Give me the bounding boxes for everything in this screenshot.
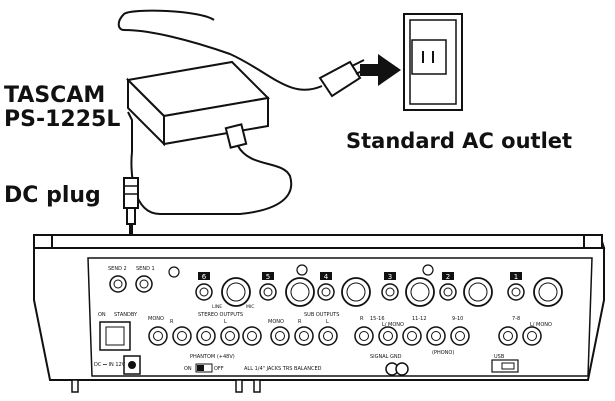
usb-label: USB [494, 354, 505, 360]
ac-outlet [403, 13, 463, 111]
phantom-label: PHANTOM (+48V) [190, 354, 235, 360]
mic-label: MIC [246, 304, 254, 310]
ac-plug [318, 59, 369, 98]
adapter-model-label: TASCAM PS-1225L [4, 84, 120, 132]
output-jacks [148, 326, 542, 346]
stereo-outputs-label: STEREO OUTPUTS [198, 312, 243, 318]
insert-arrow-icon [360, 54, 401, 86]
ac-cord [117, 9, 323, 91]
ground-screw [385, 362, 409, 376]
power-adapter [125, 60, 271, 149]
phantom-off-label: OFF [214, 366, 224, 372]
signal-gnd-label: SIGNAL GND [370, 354, 402, 360]
line-inputs [195, 283, 525, 301]
send-jacks [109, 275, 153, 293]
dc-cord [130, 145, 293, 215]
stereo-r-label: R [170, 319, 174, 325]
ch-3-label: 3 [388, 273, 392, 281]
ch15-16-r-label: R [360, 316, 364, 322]
ch7-8-label: 7-8 [512, 316, 520, 322]
ch11-12-label: 11-12 [412, 316, 427, 322]
dc-plug-label: DC plug [4, 183, 101, 208]
phono-label: (PHONO) [432, 350, 454, 356]
standby-label: STANDBY [114, 312, 138, 318]
outlet-label: Standard AC outlet [346, 129, 573, 153]
ch7-8-l-mono-label: L/ MONO [530, 322, 552, 328]
ch-1-label: 1 [514, 273, 518, 281]
line-label: LINE [212, 304, 222, 310]
stereo-l-label: L [224, 319, 227, 325]
sub-r-label: R [298, 319, 302, 325]
ch-5-label: 5 [266, 273, 270, 281]
jacks-note: ALL 1/4" JACKS TRS BALANCED [244, 366, 322, 372]
dc-in-label: DC ⎓ IN 12V [94, 362, 126, 368]
power-switch [99, 321, 131, 351]
ch15-16-l-mono-label: L/ MONO [382, 322, 404, 328]
phantom-on-label: ON [184, 366, 192, 372]
dc-plug [123, 177, 139, 225]
ch15-16-label: 15-16 [370, 316, 385, 322]
adapter-model-number: PS-1225L [4, 106, 121, 132]
send-2-label: SEND 2 [108, 266, 127, 272]
ch-6-label: 6 [202, 273, 207, 281]
adapter-brand: TASCAM [4, 83, 106, 108]
ch-4-label: 4 [324, 273, 329, 281]
mono-label: MONO [148, 316, 164, 322]
on-label: ON [98, 312, 106, 318]
ch-2-label: 2 [446, 273, 450, 281]
send-1-label: SEND 1 [136, 266, 155, 272]
sub-mono-label: MONO [268, 319, 284, 325]
xlr-inputs [221, 277, 563, 307]
ch9-10-label: 9-10 [452, 316, 463, 322]
channel-badges [198, 272, 522, 280]
sub-l-label: L [326, 319, 329, 325]
dc-in-jack [123, 355, 141, 375]
sub-outputs-label: SUB OUTPUTS [304, 312, 339, 318]
